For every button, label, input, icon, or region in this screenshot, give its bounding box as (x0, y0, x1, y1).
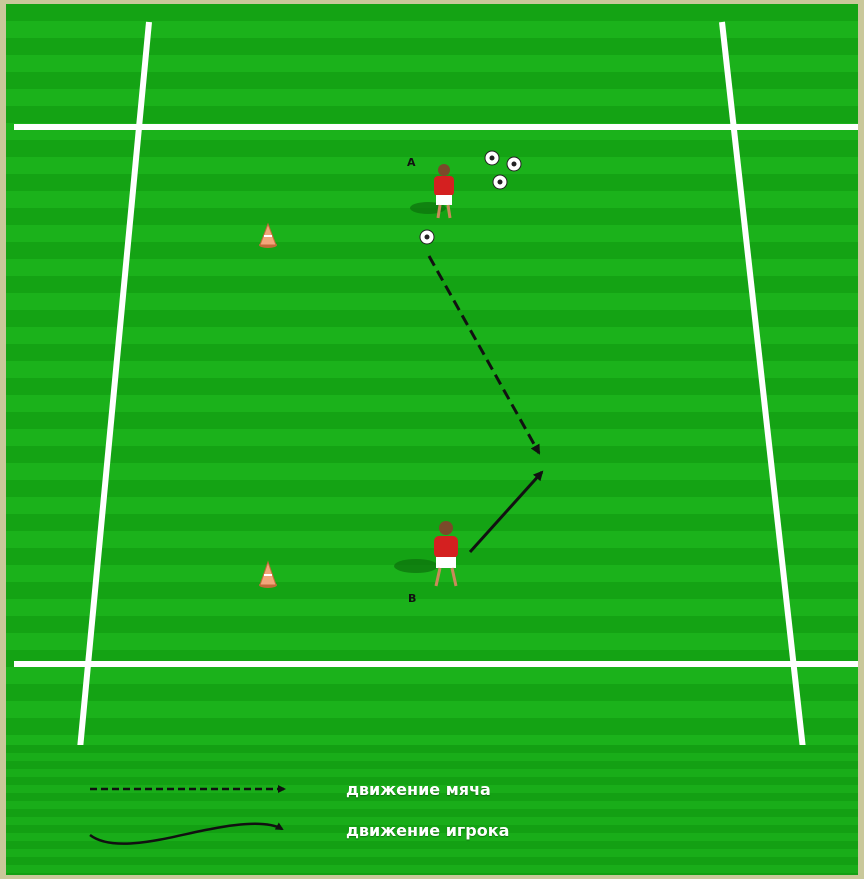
player-a (410, 164, 454, 218)
field-lines (14, 22, 858, 749)
legend-ball-movement-label: движение мяча (346, 780, 491, 799)
right-sideline (722, 22, 803, 749)
player-movement-arrow (470, 472, 542, 552)
player-b-label: B (408, 592, 416, 605)
cone-bottom (259, 562, 277, 588)
player-a-label: A (407, 156, 416, 169)
ball-movement-arrow (429, 256, 539, 453)
balls-cluster (420, 151, 521, 244)
left-sideline (80, 22, 149, 749)
legend: движение мяча движение игрока (6, 745, 858, 875)
cone-top (259, 224, 277, 248)
player-b (394, 521, 458, 586)
legend-solid-arrow (90, 824, 282, 844)
legend-player-movement-label: движение игрока (346, 821, 509, 840)
legend-symbols (6, 745, 858, 875)
